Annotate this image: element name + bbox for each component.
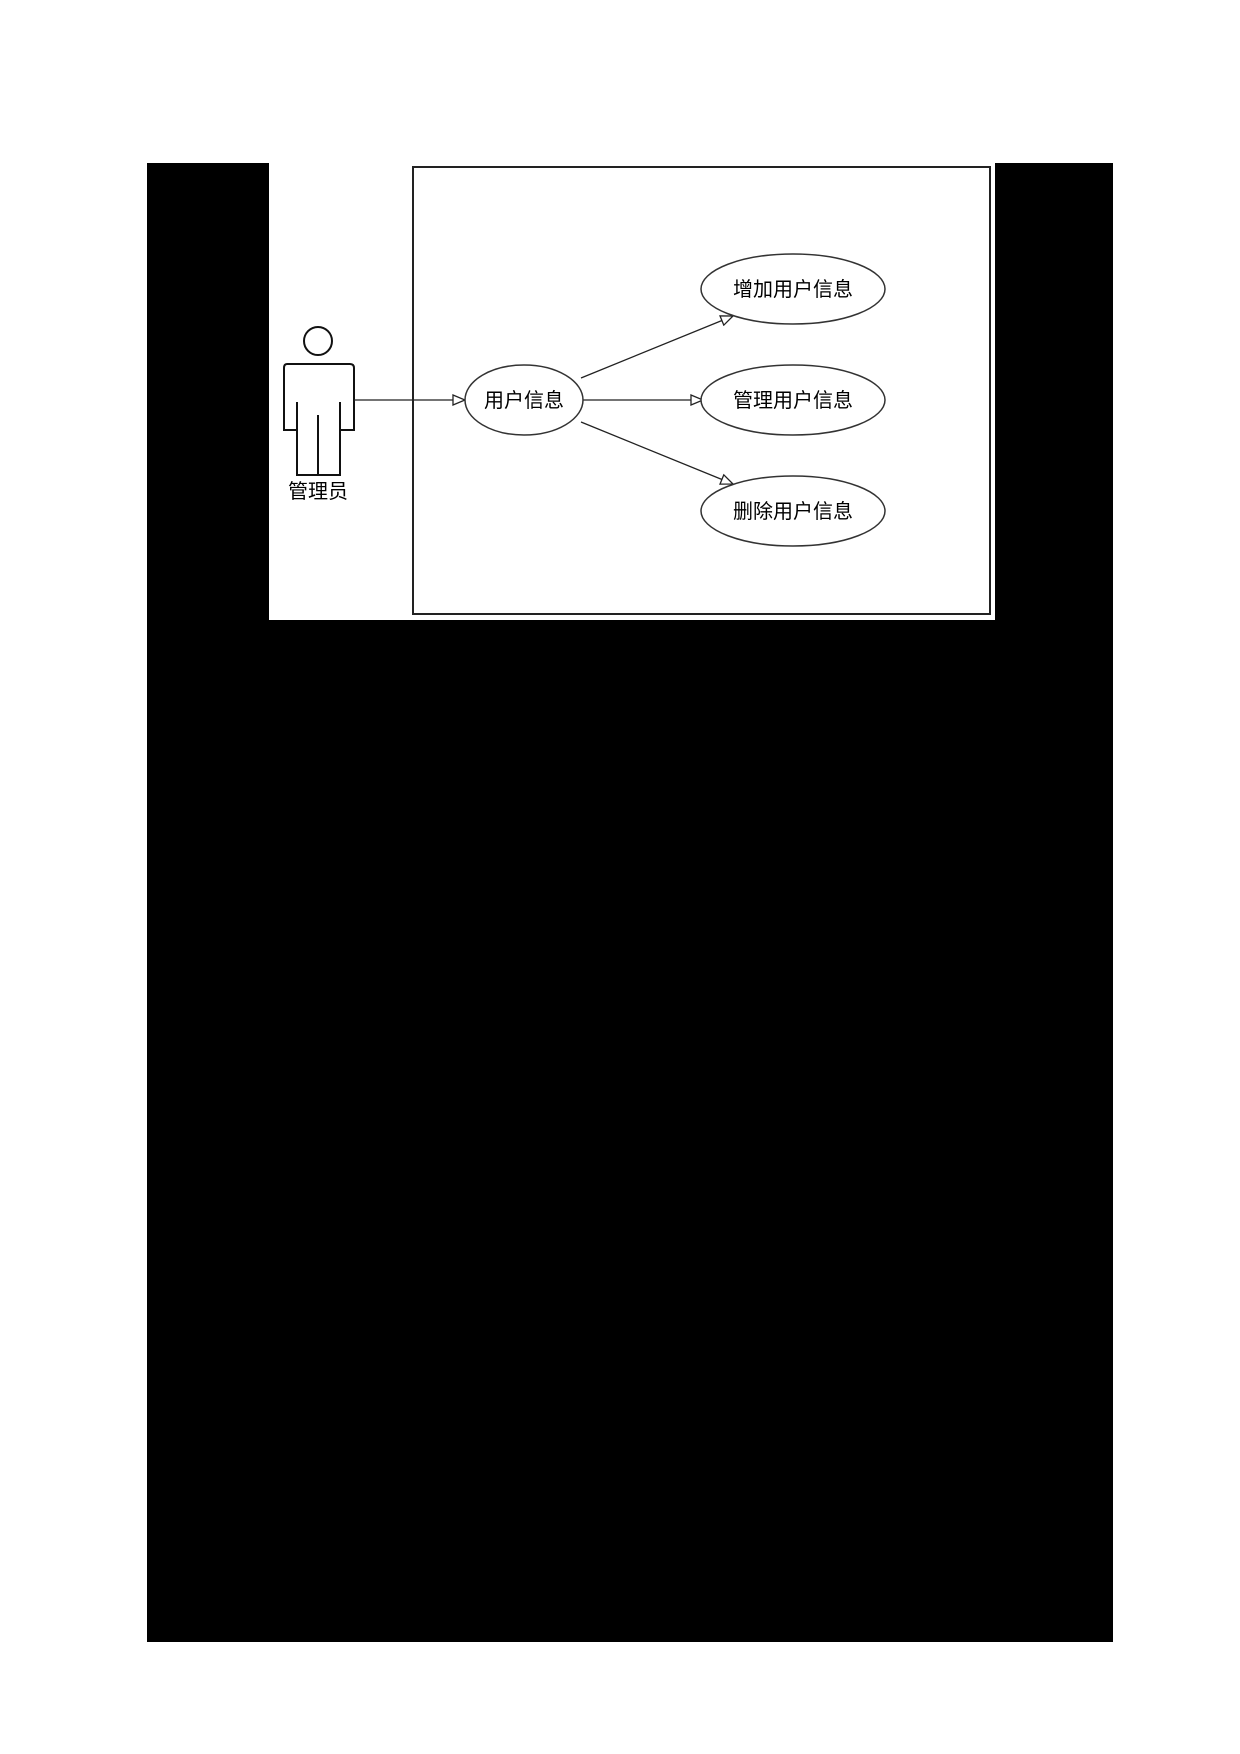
relation-main-to-delete	[580, 421, 733, 484]
use-case-add: 增加用户信息	[700, 253, 886, 325]
use-case-manage: 管理用户信息	[700, 364, 886, 436]
use-case-add-label: 增加用户信息	[733, 277, 853, 301]
use-case-delete: 删除用户信息	[700, 475, 886, 547]
system-boundary	[412, 166, 991, 615]
relation-main-to-add	[580, 316, 733, 379]
actor-admin-icon	[283, 326, 355, 476]
use-case-main-label: 用户信息	[484, 388, 564, 412]
use-case-manage-label: 管理用户信息	[733, 388, 853, 412]
use-case-delete-label: 删除用户信息	[733, 499, 853, 523]
use-case-main: 用户信息	[464, 364, 584, 436]
actor-label: 管理员	[288, 479, 348, 503]
